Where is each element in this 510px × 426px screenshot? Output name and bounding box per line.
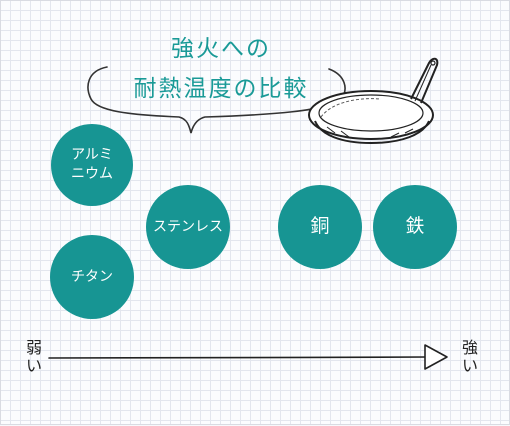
frying-pan-icon [308,57,439,145]
diagram-title-line1: 強火への [171,36,271,62]
material-iron: 鉄 [373,185,457,269]
material-aluminium: アルミ ニウム [51,124,133,206]
material-label: アルミ ニウム [71,147,113,182]
material-stainless: ステンレス [146,185,230,269]
material-label: ステンレス [153,218,223,235]
material-label: チタン [71,268,113,285]
axis-label-weak: 弱 い [25,338,42,376]
material-titanium: チタン [50,235,134,319]
material-label: 鉄 [405,215,425,238]
diagram-title-line2: 耐熱温度の比較 [133,76,309,102]
axis-label-strong: 強 い [461,338,478,376]
material-label: 銅 [310,215,330,238]
material-copper: 銅 [278,185,362,269]
